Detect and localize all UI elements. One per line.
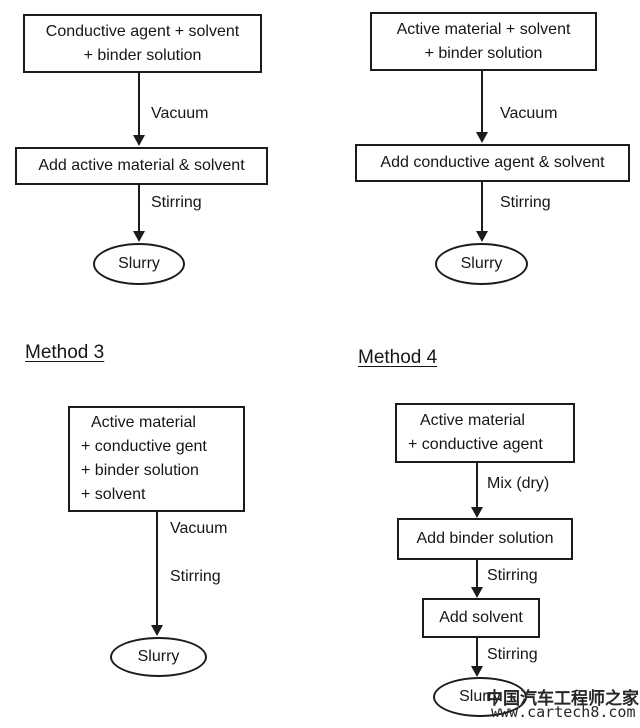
box-text-line: + binder solution xyxy=(81,462,199,479)
method3-title: Method 3 xyxy=(25,342,105,363)
arrow-line xyxy=(476,638,478,667)
method4-slurry-terminal: Slurry xyxy=(433,677,527,717)
arrowhead-icon xyxy=(471,507,483,518)
vacuum-label: Vacuum xyxy=(151,105,209,122)
watermark-cjk-text: 中国汽车工程师之家 xyxy=(486,689,639,709)
box-text-line: Active material xyxy=(91,414,196,431)
arrowhead-icon xyxy=(471,666,483,677)
stirring-label: Stirring xyxy=(151,194,202,211)
terminal-text: Slurry xyxy=(137,648,180,665)
arrowhead-icon xyxy=(133,135,145,146)
method4-title: Method 4 xyxy=(358,347,438,368)
box-text-line: + conductive agent xyxy=(408,436,543,453)
arrow-line xyxy=(138,185,140,232)
mix-dry-label: Mix (dry) xyxy=(487,475,550,492)
arrow-line xyxy=(476,560,478,588)
arrow-line xyxy=(156,512,158,626)
box-text-line: Add active material & solvent xyxy=(38,157,245,174)
box-text-line: Conductive agent + solvent xyxy=(45,22,240,40)
arrow-line xyxy=(481,71,483,133)
arrowhead-icon xyxy=(476,231,488,242)
box-text-line: Add conductive agent & solvent xyxy=(380,154,605,171)
method1-ingredients-box: Conductive agent + solvent + binder solu… xyxy=(23,14,262,73)
method3-slurry-terminal: Slurry xyxy=(110,637,207,677)
arrowhead-icon xyxy=(151,625,163,636)
box-text-line: Add binder solution xyxy=(416,530,554,547)
method2-ingredients-box: Active material + solvent + binder solut… xyxy=(370,12,597,71)
box-text-line: Add solvent xyxy=(439,609,523,626)
method4-ingredients-box: Active material + conductive agent xyxy=(395,403,575,463)
arrow-line xyxy=(481,182,483,232)
box-text-line: + binder solution xyxy=(424,44,543,62)
method2-slurry-terminal: Slurry xyxy=(435,243,528,285)
stirring-label: Stirring xyxy=(500,194,551,211)
method4-add-binder-box: Add binder solution xyxy=(397,518,573,560)
terminal-text: Slurry xyxy=(118,255,160,272)
box-text-line: Active material xyxy=(420,412,525,429)
arrowhead-icon xyxy=(471,587,483,598)
terminal-text: Slurry xyxy=(459,688,501,705)
arrowhead-icon xyxy=(133,231,145,242)
stirring-label: Stirring xyxy=(170,568,221,585)
vacuum-label: Vacuum xyxy=(170,520,228,537)
method1-slurry-terminal: Slurry xyxy=(93,243,185,285)
stirring-label: Stirring xyxy=(487,567,538,584)
method2-add-step-box: Add conductive agent & solvent xyxy=(355,144,630,182)
box-text-line: + conductive gent xyxy=(81,438,207,455)
terminal-text: Slurry xyxy=(460,255,503,272)
arrowhead-icon xyxy=(476,132,488,143)
box-text-line: Active material + solvent xyxy=(396,20,571,38)
method4-add-solvent-box: Add solvent xyxy=(422,598,540,638)
arrow-line xyxy=(138,73,140,136)
method1-add-step-box: Add active material & solvent xyxy=(15,147,268,185)
box-text-line: + solvent xyxy=(81,486,146,503)
vacuum-label: Vacuum xyxy=(500,105,558,122)
arrow-line xyxy=(476,463,478,508)
stirring-label: Stirring xyxy=(487,646,538,663)
method3-ingredients-box: Active material + conductive gent + bind… xyxy=(68,406,245,512)
box-text-line: + binder solution xyxy=(83,46,202,64)
watermark-url-text: www.cartech8.com xyxy=(491,703,636,721)
